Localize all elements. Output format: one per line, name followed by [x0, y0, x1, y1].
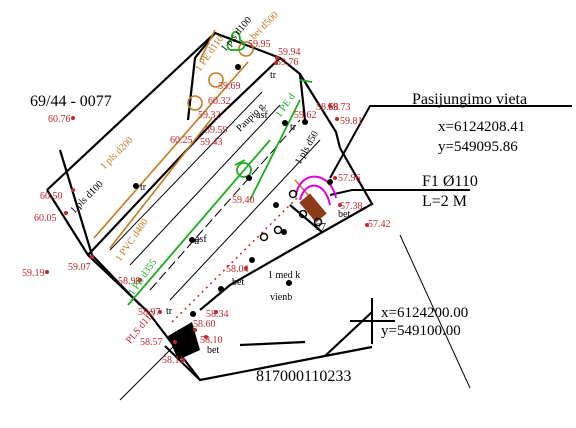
svg-text:59.62: 59.62 — [294, 110, 317, 121]
svg-text:59.07: 59.07 — [68, 262, 91, 273]
util-pls-d200: 1 pls d200 — [98, 135, 135, 172]
svg-text:58.98: 58.98 — [118, 276, 141, 287]
connection-box — [299, 193, 327, 223]
svg-text:59.81: 59.81 — [340, 116, 363, 127]
svg-text:bet: bet — [232, 277, 244, 288]
svg-text:58.60: 58.60 — [193, 319, 216, 330]
tree-icon — [226, 30, 246, 51]
svg-text:60.05: 60.05 — [34, 213, 57, 224]
connection-y: y=549095.86 — [438, 139, 518, 155]
svg-text:59.95: 59.95 — [248, 39, 271, 50]
svg-text:58.11: 58.11 — [162, 355, 184, 366]
svg-text:58.68: 58.68 — [316, 102, 339, 113]
svg-text:60.25: 60.25 — [170, 135, 193, 146]
grid-x: x=6124200.00 — [381, 305, 468, 321]
grid-cross-icon — [350, 298, 395, 344]
svg-text:57.42: 57.42 — [368, 219, 391, 230]
leader-lines — [329, 105, 572, 196]
svg-text:58.34: 58.34 — [206, 309, 229, 320]
svg-text:58.97: 58.97 — [138, 307, 161, 318]
grid-y: y=549100.00 — [381, 323, 461, 339]
svg-text:59.40: 59.40 — [232, 195, 255, 206]
gas-valve-3 — [208, 72, 224, 88]
svg-text:tr: tr — [270, 70, 277, 81]
svg-text:59.69: 59.69 — [218, 81, 241, 92]
svg-text:60.50: 60.50 — [40, 191, 63, 202]
svg-text:asf: asf — [195, 234, 207, 245]
svg-text:60.32: 60.32 — [208, 96, 231, 107]
svg-text:vienb: vienb — [270, 292, 292, 303]
svg-text:tr: tr — [140, 182, 147, 193]
water-well — [236, 162, 252, 178]
svg-text:59.32: 59.32 — [198, 110, 221, 121]
new-pipe — [295, 175, 337, 206]
svg-text:59.73: 59.73 — [328, 102, 351, 113]
survey-markers — [133, 64, 333, 317]
svg-text:bet: bet — [338, 209, 350, 220]
manholes — [259, 189, 323, 242]
pipe-length: L=2 M — [422, 193, 467, 210]
svg-text:bet: bet — [207, 345, 219, 356]
svg-text:57.38: 57.38 — [340, 201, 363, 212]
water-pipes — [127, 30, 313, 306]
gas-valve — [187, 95, 203, 111]
building-corner — [168, 322, 200, 360]
boundary-lines — [46, 31, 374, 382]
svg-text:tr: tr — [290, 122, 297, 133]
svg-text:57.96: 57.96 — [338, 173, 361, 184]
svg-text:58.57: 58.57 — [140, 337, 163, 348]
svg-text:27: 27 — [316, 222, 326, 233]
util-bet-d500: bet d500 — [248, 10, 280, 42]
svg-text:tr: tr — [166, 306, 173, 317]
svg-text:59.94: 59.94 — [278, 47, 301, 58]
svg-text:58.10: 58.10 — [200, 335, 223, 346]
elevation-points — [45, 56, 369, 362]
survey-line — [171, 194, 301, 323]
svg-text:59.19: 59.19 — [22, 268, 45, 279]
svg-text:59.76: 59.76 — [276, 57, 299, 68]
svg-text:60.76: 60.76 — [48, 114, 71, 125]
svg-text:59.59: 59.59 — [205, 125, 228, 136]
parcel-id: 69/44 - 0077 — [30, 93, 112, 110]
svg-text:1 med k: 1 med k — [268, 270, 300, 281]
svg-text:59.43: 59.43 — [200, 137, 223, 148]
util-pls-d50: 1 pls d50 — [293, 129, 321, 166]
svg-text:asf: asf — [256, 110, 268, 121]
connection-title: Pasijungimo vieta — [412, 91, 527, 108]
parcel-number: 817000110233 — [256, 368, 351, 385]
connection-x: x=6124208.41 — [438, 119, 525, 135]
svg-text:tr: tr — [194, 236, 201, 247]
elevation-labels: 60.76 60.50 60.05 59.19 59.07 58.98 58.9… — [22, 39, 391, 366]
road-lines — [109, 91, 471, 401]
pipe-name: F1 Ø110 — [422, 173, 478, 190]
gas-valve-2 — [238, 41, 254, 57]
svg-text:58.04: 58.04 — [226, 264, 249, 275]
